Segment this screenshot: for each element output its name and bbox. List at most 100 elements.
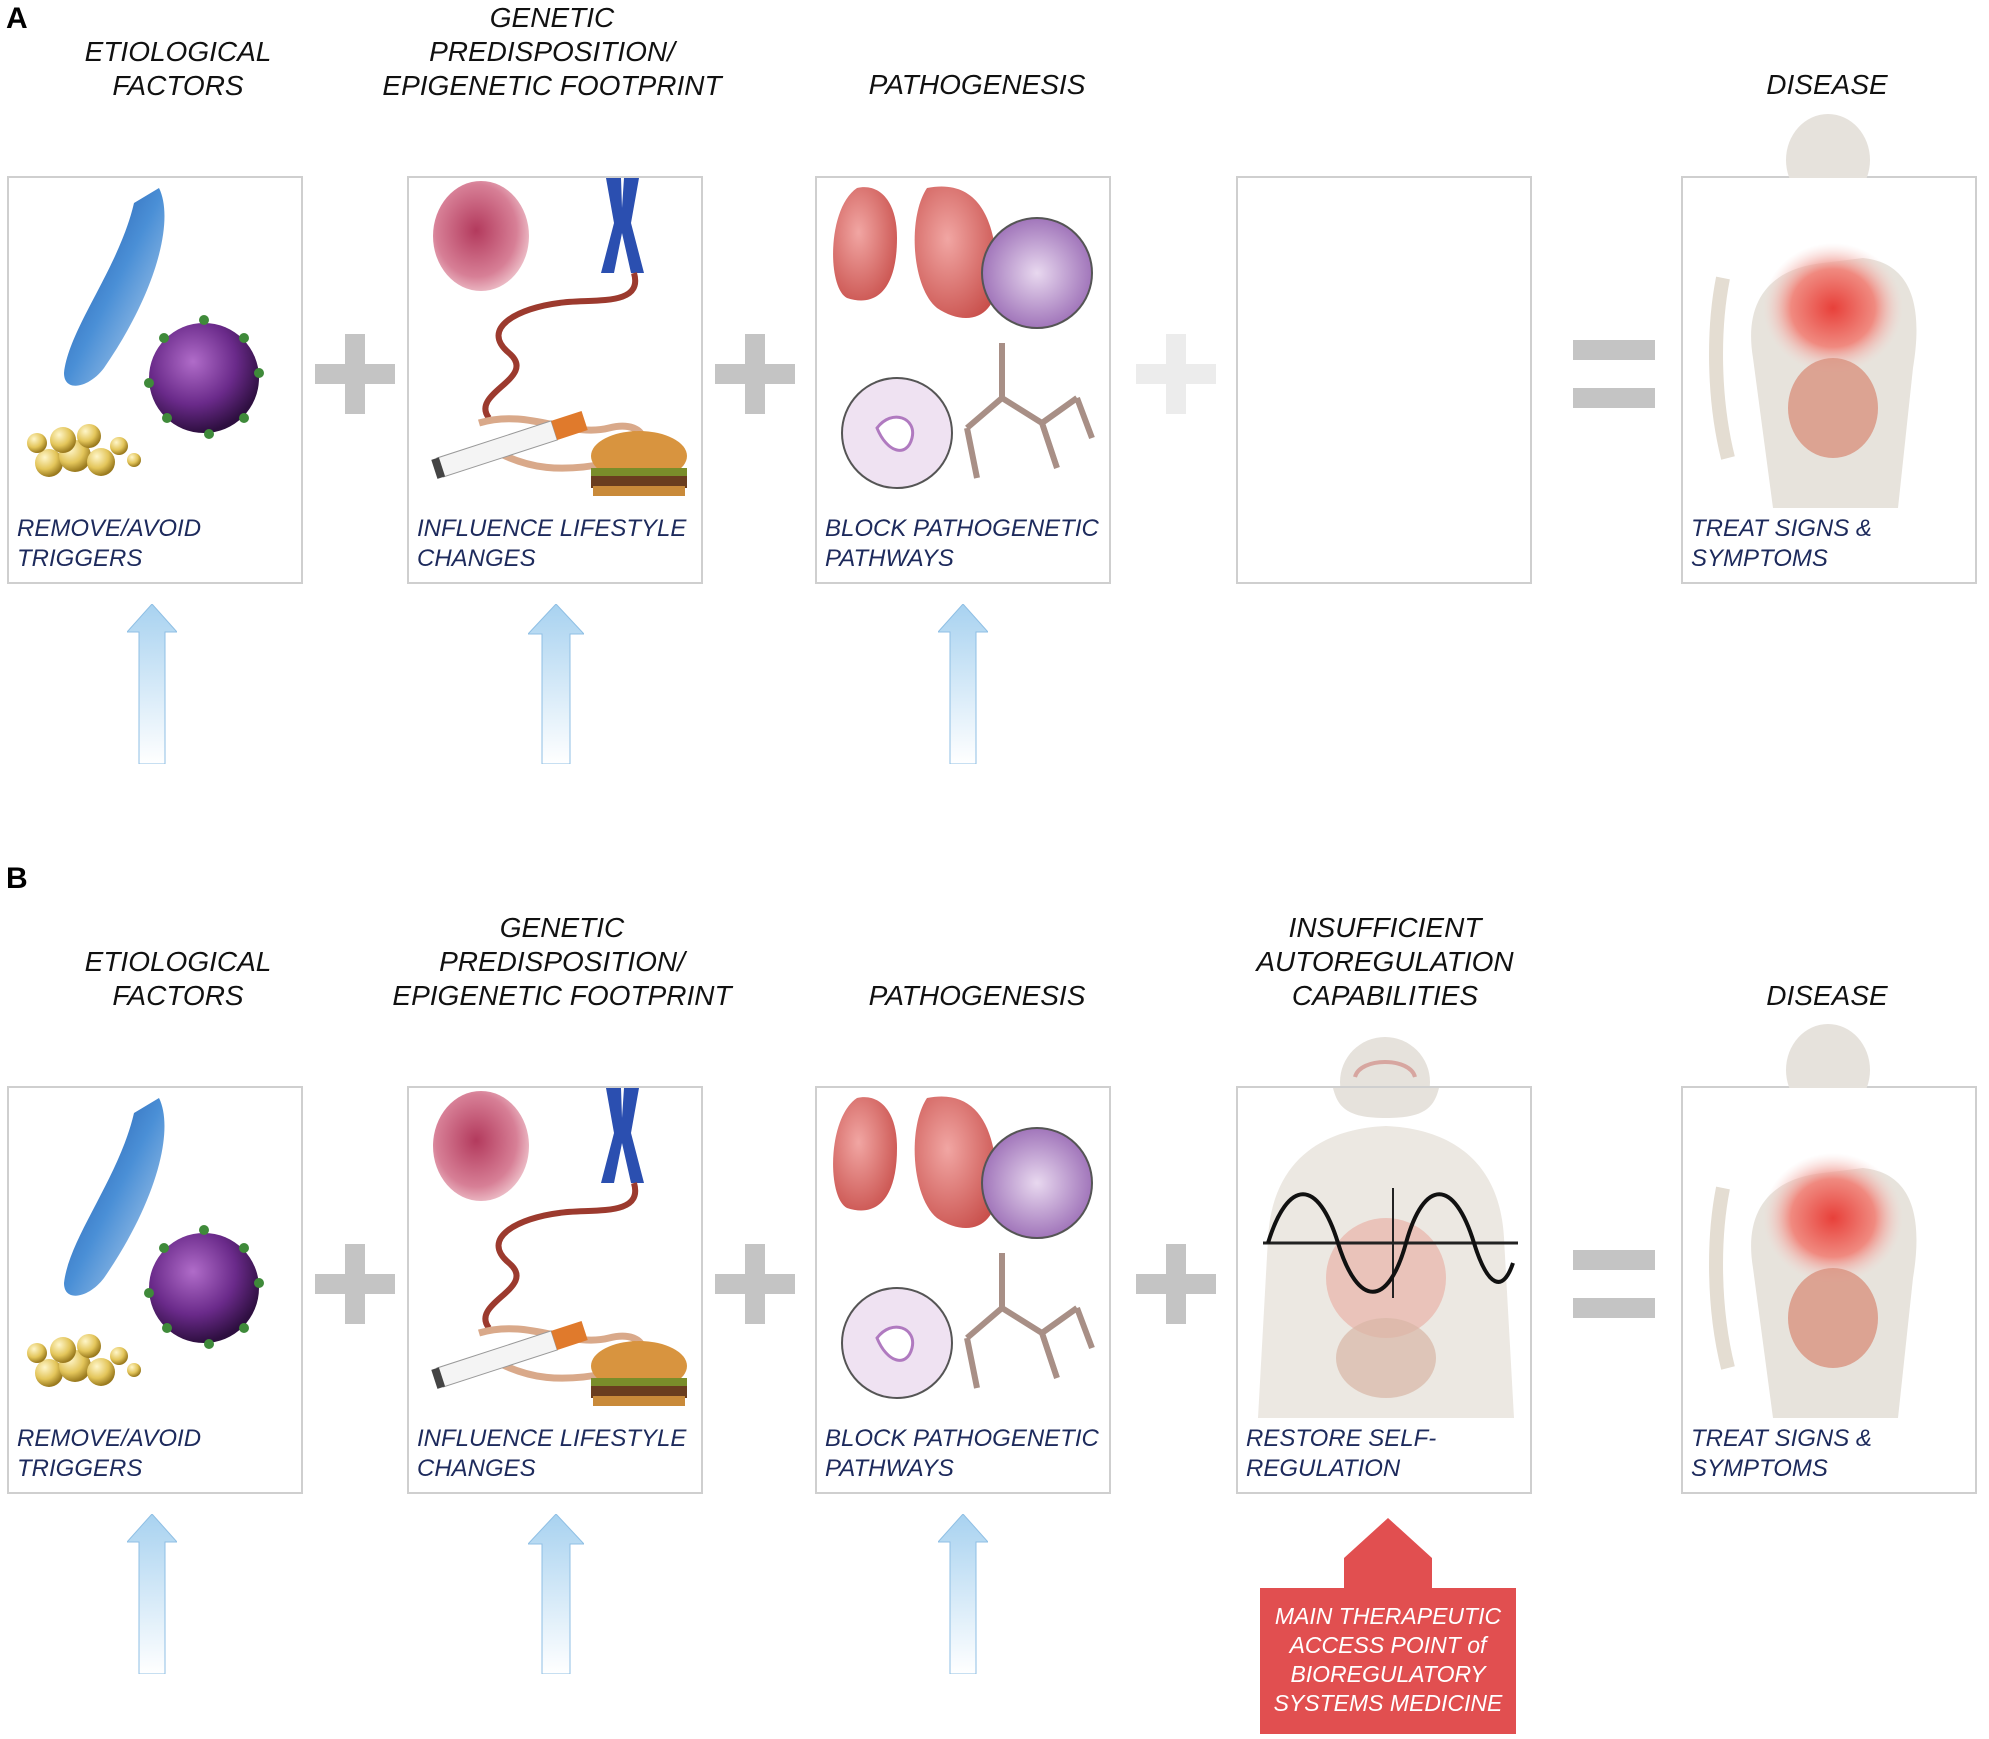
lung-right — [914, 186, 997, 318]
caption-line: TRIGGERS — [17, 1455, 143, 1482]
title-line: FACTORS — [112, 980, 244, 1011]
head-illustration — [1340, 1037, 1430, 1092]
tissue-histology — [981, 217, 1093, 329]
up-arrow — [127, 604, 177, 764]
intestine-shape — [1788, 1268, 1878, 1368]
title-line: GENETIC — [489, 2, 615, 33]
up-arrow — [938, 604, 988, 764]
chromosome-shape — [601, 1088, 644, 1183]
bronchi-shape — [964, 343, 1095, 479]
title-line: ETIOLOGICAL — [84, 36, 272, 67]
title-line: INSUFFICIENT — [1288, 912, 1482, 943]
caption-line: INFLUENCE LIFESTYLE — [417, 1425, 687, 1452]
caption-line: TREAT SIGNS & — [1691, 1425, 1872, 1452]
caption-line: TRIGGERS — [17, 545, 143, 572]
column-title: PATHOGENESIS — [797, 68, 1157, 102]
plus-operator-faded — [1136, 334, 1216, 414]
column-title: DISEASE — [1647, 979, 1989, 1013]
title-line: FACTORS — [112, 70, 244, 101]
caption-line: SYMPTOMS — [1691, 1455, 1828, 1482]
cell-shape — [433, 1091, 529, 1201]
caption-line: SYMPTOMS — [1691, 545, 1828, 572]
lung-left — [833, 1097, 897, 1211]
column-caption: BLOCK PATHOGENETIC PATHWAYS — [825, 1424, 1103, 1484]
bacterium-shape — [64, 188, 165, 386]
access-line: SYSTEMS MEDICINE — [1273, 1690, 1503, 1716]
therapeutic-access-callout: MAIN THERAPEUTIC ACCESS POINT of BIOREGU… — [1260, 1518, 1516, 1734]
etiological-factors-box: REMOVE/AVOID TRIGGERS — [7, 176, 303, 584]
column-caption: TREAT SIGNS & SYMPTOMS — [1691, 1424, 1969, 1484]
cigarette-shape — [431, 411, 588, 479]
lung-illustration — [833, 1096, 1095, 1399]
access-line: ACCESS POINT of — [1289, 1632, 1487, 1658]
genetic-illustration — [431, 178, 687, 496]
tissue-histology — [981, 1127, 1093, 1239]
caption-line: PATHWAYS — [825, 545, 954, 572]
head-illustration — [1786, 1024, 1870, 1088]
title-line: GENETIC — [499, 912, 625, 943]
red-up-arrow — [1260, 1518, 1516, 1734]
plus-operator — [315, 334, 395, 414]
column-title: ETIOLOGICAL FACTORS — [0, 35, 358, 103]
up-arrow — [528, 604, 584, 764]
title-line: PREDISPOSITION/ — [439, 946, 685, 977]
lung-left — [833, 187, 897, 301]
access-line: BIOREGULATORY — [1290, 1661, 1486, 1687]
title-line: CAPABILITIES — [1291, 980, 1479, 1011]
title-line: ETIOLOGICAL — [84, 946, 272, 977]
equals-operator — [1573, 1250, 1655, 1318]
autoregulation-box: RESTORE SELF- REGULATION — [1236, 1086, 1532, 1494]
column-title: ETIOLOGICAL FACTORS — [0, 945, 358, 1013]
title-line: PATHOGENESIS — [868, 69, 1086, 100]
pathogen-illustration — [27, 188, 264, 477]
up-arrow — [127, 1514, 177, 1674]
caption-line: REGULATION — [1246, 1455, 1401, 1482]
access-point-text: MAIN THERAPEUTIC ACCESS POINT of BIOREGU… — [1260, 1602, 1516, 1718]
title-line: PATHOGENESIS — [868, 980, 1086, 1011]
genetic-predisposition-box: INFLUENCE LIFESTYLE CHANGES — [407, 176, 703, 584]
column-caption: REMOVE/AVOID TRIGGERS — [17, 514, 295, 574]
title-line: EPIGENETIC FOOTPRINT — [392, 980, 732, 1011]
plus-operator — [715, 1244, 795, 1324]
inflammation-shape — [1763, 1153, 1903, 1283]
column-title: GENETIC PREDISPOSITION/ EPIGENETIC FOOTP… — [382, 911, 742, 1013]
caption-line: TREAT SIGNS & — [1691, 515, 1872, 542]
etiological-factors-box: REMOVE/AVOID TRIGGERS — [7, 1086, 303, 1494]
disease-box: TREAT SIGNS & SYMPTOMS — [1681, 1086, 1977, 1494]
title-line: DISEASE — [1766, 980, 1888, 1011]
pathogen-illustration — [27, 1098, 264, 1387]
caption-line: CHANGES — [417, 1455, 536, 1482]
column-caption: RESTORE SELF- REGULATION — [1246, 1424, 1524, 1484]
panel-letter: A — [6, 2, 28, 35]
lung-right — [914, 1096, 997, 1228]
column-title: DISEASE — [1647, 68, 1989, 102]
head-illustration — [1786, 114, 1870, 178]
up-arrow — [938, 1514, 988, 1674]
title-line: AUTOREGULATION — [1256, 946, 1514, 977]
caption-line: INFLUENCE LIFESTYLE — [417, 515, 687, 542]
virus-shape — [149, 1233, 259, 1343]
genetic-predisposition-box: INFLUENCE LIFESTYLE CHANGES — [407, 1086, 703, 1494]
column-title: GENETIC PREDISPOSITION/ EPIGENETIC FOOTP… — [372, 1, 732, 103]
disease-box: TREAT SIGNS & SYMPTOMS — [1681, 176, 1977, 584]
lung-illustration — [833, 186, 1095, 489]
plus-operator — [1136, 1244, 1216, 1324]
caption-line: BLOCK PATHOGENETIC — [825, 515, 1099, 542]
caption-line: CHANGES — [417, 545, 536, 572]
plus-operator — [315, 1244, 395, 1324]
equals-operator — [1573, 340, 1655, 408]
pathogenesis-box: BLOCK PATHOGENETIC PATHWAYS — [815, 1086, 1111, 1494]
virus-shape — [149, 323, 259, 433]
body-sine-illustration — [1258, 1088, 1518, 1418]
bronchi-shape — [964, 1253, 1095, 1389]
caption-line: RESTORE SELF- — [1246, 1425, 1437, 1452]
column-title: INSUFFICIENT AUTOREGULATION CAPABILITIES — [1205, 911, 1565, 1013]
inflammation-shape — [1763, 243, 1903, 373]
bacterium-shape — [64, 1098, 165, 1296]
caption-line: REMOVE/AVOID — [17, 1425, 202, 1452]
body-illustration — [1709, 243, 1917, 508]
genetic-illustration — [431, 1088, 687, 1406]
column-caption: REMOVE/AVOID TRIGGERS — [17, 1424, 295, 1484]
caption-line: REMOVE/AVOID — [17, 515, 202, 542]
column-caption: TREAT SIGNS & SYMPTOMS — [1691, 514, 1969, 574]
